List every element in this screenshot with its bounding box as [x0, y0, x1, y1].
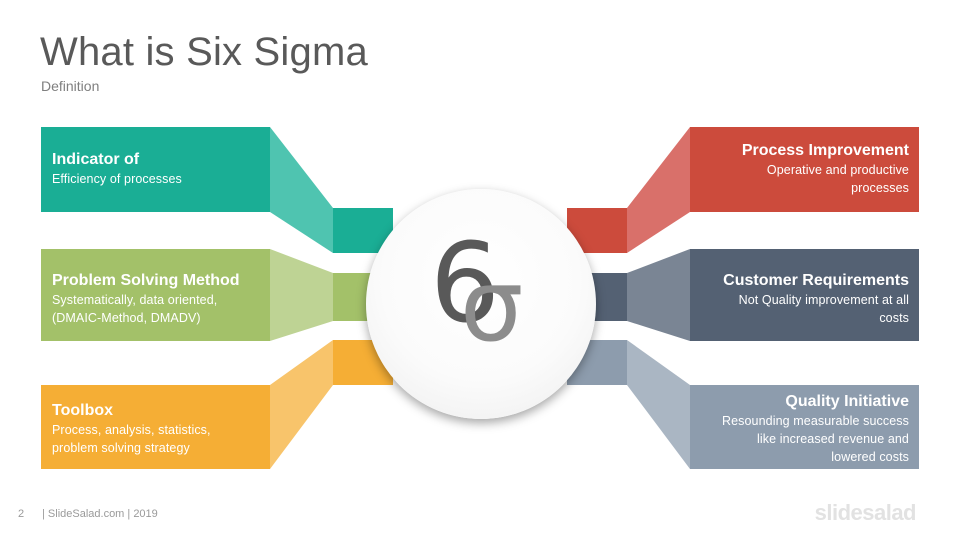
card-process-desc-line1: Operative and productive: [766, 163, 909, 177]
card-quality-desc-line3: lowered costs: [831, 450, 909, 464]
card-toolbox-title: Toolbox: [52, 402, 114, 419]
card-customer-title: Customer Requirements: [723, 272, 909, 289]
card-problem-text: Problem Solving Method Systematically, d…: [52, 271, 262, 327]
card-problem[interactable]: [41, 249, 270, 341]
card-quality-desc-line2: like increased revenue and: [756, 432, 909, 446]
card-customer[interactable]: [690, 249, 919, 341]
card-process-text: Process Improvement Operative and produc…: [699, 141, 909, 197]
ribbon-fold-quality: [627, 340, 690, 469]
card-quality-text: Quality Initiative Resounding measurable…: [699, 392, 909, 466]
ribbon-fold-indicator: [270, 127, 333, 253]
ribbon-fold-process: [627, 127, 690, 253]
sigma-symbol: σ: [460, 247, 524, 364]
card-indicator-title: Indicator of: [52, 151, 140, 168]
slide-subtitle: Definition: [41, 78, 100, 94]
card-indicator-desc: Efficiency of processes: [52, 172, 182, 186]
ribbon-fold-customer: [627, 249, 690, 341]
card-quality-title: Quality Initiative: [785, 393, 909, 410]
card-problem-desc-line2: (DMAIC-Method, DMADV): [52, 311, 201, 325]
card-toolbox-desc-line1: Process, analysis, statistics,: [52, 423, 211, 437]
ribbon-fold-toolbox: [270, 340, 333, 469]
card-toolbox-desc-line2: problem solving strategy: [52, 441, 190, 455]
card-customer-desc-line1: Not Quality improvement at all: [738, 293, 909, 307]
brand-logo: slidesalad: [814, 500, 917, 525]
six-symbol: 6: [430, 219, 500, 347]
page-number: 2: [18, 508, 25, 520]
card-toolbox[interactable]: [41, 385, 270, 469]
card-process-desc-line2: processes: [851, 181, 909, 195]
ribbon-fold-problem: [270, 249, 333, 341]
card-problem-desc-line1: Systematically, data oriented,: [52, 293, 218, 307]
card-quality[interactable]: [690, 385, 919, 469]
card-process[interactable]: [690, 127, 919, 212]
card-customer-desc-line2: costs: [879, 311, 909, 325]
card-indicator[interactable]: [41, 127, 270, 212]
card-problem-title: Problem Solving Method: [52, 272, 240, 289]
card-toolbox-text: Toolbox Process, analysis, statistics, p…: [52, 401, 262, 457]
card-process-title: Process Improvement: [741, 142, 909, 159]
card-indicator-text: Indicator of Efficiency of processes: [52, 150, 262, 188]
card-customer-text: Customer Requirements Not Quality improv…: [699, 271, 909, 327]
center-circle: [366, 189, 596, 419]
card-quality-desc-line1: Resounding measurable success: [721, 414, 909, 428]
footer-text: | SlideSalad.com | 2019: [42, 508, 158, 520]
slide-title: What is Six Sigma: [40, 30, 368, 74]
